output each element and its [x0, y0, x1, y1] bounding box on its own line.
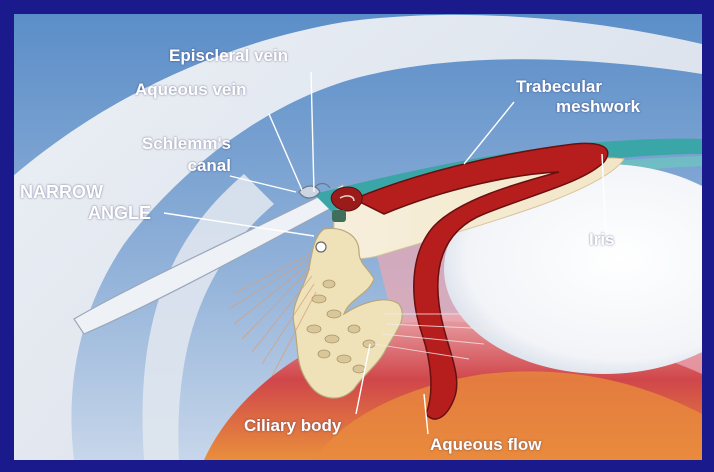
trabecular-meshwork-label-line2: meshwork [556, 97, 640, 116]
schlemms-canal-label-line1: Schlemm's [95, 134, 231, 153]
ciliary-body-label: Ciliary body [244, 416, 341, 435]
aqueous-vein-label: Aqueous vein [135, 80, 246, 99]
iris-label: Iris [589, 230, 615, 249]
schlemms-canal-label-line2: canal [95, 156, 231, 175]
trabecular-meshwork-label-line1: Trabecular [516, 77, 602, 96]
narrow-angle-label-line1: NARROW [20, 183, 103, 202]
narrow-angle-label-line2: ANGLE [88, 204, 151, 223]
episcleral-vein-label: Episcleral vein [169, 46, 288, 65]
aqueous-flow-label: Aqueous flow [430, 435, 541, 454]
